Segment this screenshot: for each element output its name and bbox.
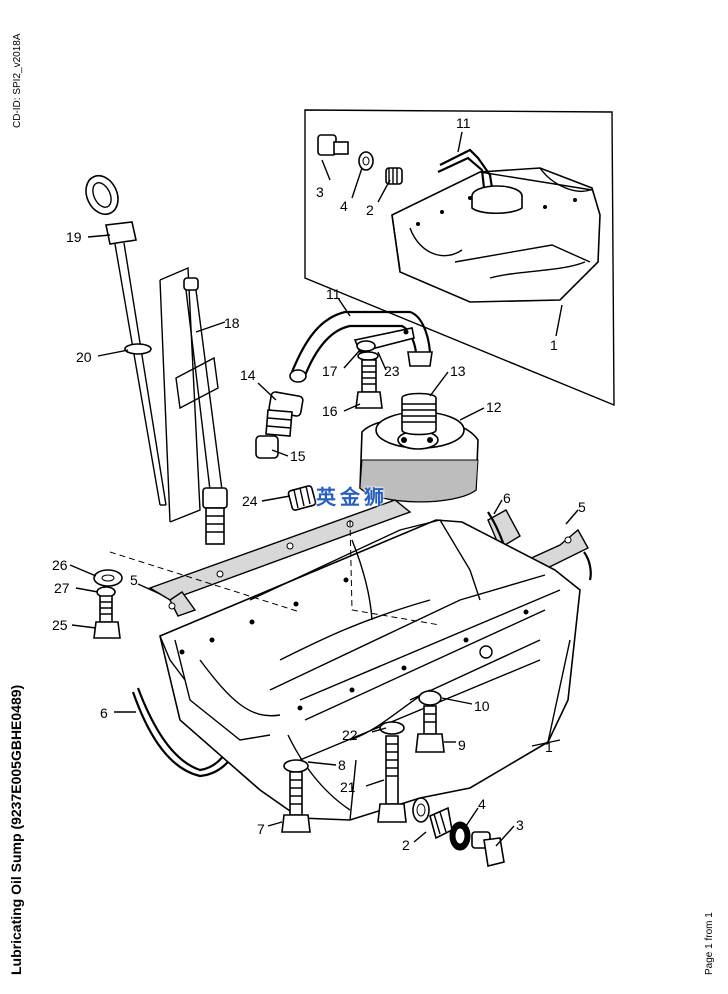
plug-14-icon [255,391,304,459]
inset-sump-icon [391,167,601,303]
dipstick-icon [85,174,167,506]
callout-22: 22 [342,727,358,743]
oil-strainer-icon [359,392,479,503]
callout-labels: 1 1 2 2 3 3 4 4 5 5 6 6 7 8 9 10 11 11 1… [52,115,586,853]
callout-18: 18 [224,315,240,331]
oil-sump-pan-icon [159,519,581,821]
bolt-9-icon [415,690,445,753]
callout-17: 17 [322,363,338,379]
callout-8: 8 [338,757,346,773]
drain-plug-icon [412,797,505,867]
callout-11: 11 [456,115,471,131]
inset-suction-pipe-icon [437,148,523,215]
callout-15: 15 [290,448,306,464]
callout-11: 11 [326,286,341,302]
callout-5: 5 [130,572,138,588]
bolt-7-icon [281,759,311,833]
callout-19: 19 [66,229,82,245]
callout-2: 2 [366,202,374,218]
callout-3: 3 [316,184,324,200]
bolt-16-icon [355,359,383,409]
callout-9: 9 [458,737,466,753]
callout-20: 20 [76,349,92,365]
bolt-21-icon [377,721,407,823]
callout-1: 1 [545,739,553,755]
callout-23: 23 [384,363,400,379]
callout-7: 7 [257,821,265,837]
page-title: Lubricating Oil Sump (9237E005GBHE0489) [8,684,24,975]
dashed-leaders [109,519,441,626]
callout-6: 6 [100,705,108,721]
callout-1: 1 [550,337,558,353]
dipstick-tube-icon [159,266,228,545]
callout-leaders [69,131,579,847]
callout-27: 27 [54,580,70,596]
callout-21: 21 [340,779,356,795]
cd-id-label: CD-ID: SPI2_v2018A [12,33,23,129]
plug-24-icon [287,485,317,511]
callout-2: 2 [402,837,410,853]
callout-5: 5 [578,499,586,515]
callout-10: 10 [474,698,490,714]
callout-26: 26 [52,557,68,573]
callout-4: 4 [478,796,486,812]
callout-14: 14 [240,367,256,383]
bolt-25-icon [93,569,123,639]
callout-6: 6 [503,490,511,506]
suction-pipe-icon [289,310,433,383]
callout-3: 3 [516,817,524,833]
callout-25: 25 [52,617,68,633]
callout-24: 24 [242,493,258,509]
inset-box [304,109,615,407]
callout-12: 12 [486,399,502,415]
page-indicator: Page 1 from 1 [704,912,715,975]
inset-drain-plug-icon [317,134,403,185]
watermark-text: 英金狮 [316,485,388,509]
callout-13: 13 [450,363,466,379]
callout-4: 4 [340,198,348,214]
callout-16: 16 [322,403,338,419]
